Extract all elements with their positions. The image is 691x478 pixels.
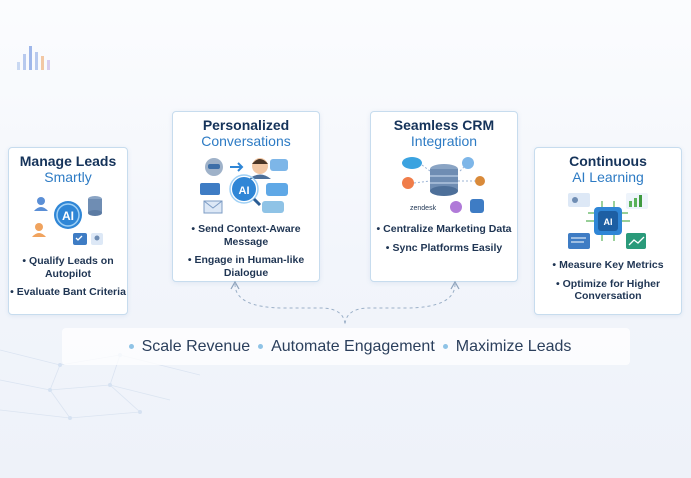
ai-conversation-icon: AI: [200, 158, 288, 214]
card-bullet-list: •Measure Key Metrics •Optimize for Highe…: [535, 259, 681, 303]
bullet-item: •Qualify Leads on Autopilot: [22, 255, 114, 280]
svg-text:AI: AI: [239, 185, 250, 197]
svg-text:AI: AI: [604, 217, 613, 227]
continuous-ai-learning-card: Continuous AI Learning AI •Measure Key M…: [534, 147, 682, 315]
lead-management-icon: AI: [32, 196, 103, 245]
card-title: Seamless CRM: [393, 117, 495, 133]
arrowhead-icon: [230, 280, 240, 290]
decorative-bar-chart-icon: [17, 46, 50, 70]
bullet-item: •Optimize for Higher Conversation: [555, 277, 661, 303]
benefit-item: Scale Revenue: [121, 338, 250, 356]
bullet-item: •Measure Key Metrics: [552, 259, 664, 271]
manage-leads-card: Manage Leads Smartly AI •Qualify Leads o…: [8, 147, 128, 315]
bullet-item: •Send Context-Aware Message: [191, 223, 301, 248]
card-subtitle: Smartly: [44, 169, 92, 185]
card-bullet-list: •Qualify Leads on Autopilot •Evaluate Ba…: [9, 255, 127, 299]
svg-text:zendesk: zendesk: [410, 205, 437, 212]
bullet-dot-icon: [442, 344, 448, 349]
card-bullet-list: •Centralize Marketing Data •Sync Platfor…: [371, 223, 517, 254]
benefits-strip: Scale Revenue Automate Engagement Maximi…: [62, 328, 630, 365]
bullet-item: •Evaluate Bant Criteria: [10, 286, 126, 298]
crm-integration-card: Seamless CRM Integration zendesk •Centra…: [370, 111, 518, 282]
card-title: Continuous: [569, 153, 647, 169]
card-subtitle: AI Learning: [572, 169, 644, 185]
card-title: Manage Leads: [19, 153, 117, 169]
benefit-item: Maximize Leads: [435, 338, 571, 356]
card-subtitle: Integration: [410, 133, 478, 149]
bullet-item: •Engage in Human-like Dialogue: [187, 254, 305, 279]
svg-text:AI: AI: [62, 209, 74, 223]
benefit-item: Automate Engagement: [250, 338, 435, 356]
personalized-conversations-card: Personalized Conversations AI •Send Cont…: [172, 111, 320, 282]
bullet-dot-icon: [258, 344, 264, 349]
crm-integration-icon: zendesk: [402, 157, 485, 213]
ai-learning-icon: AI: [568, 193, 648, 249]
card-subtitle: Conversations: [201, 133, 291, 149]
dashed-connector-arrows: [230, 280, 460, 327]
bullet-item: •Sync Platforms Easily: [385, 241, 503, 254]
arrowhead-icon: [450, 280, 460, 290]
bullet-item: •Centralize Marketing Data: [376, 223, 512, 235]
card-title: Personalized: [202, 117, 290, 133]
decorative-network-lines: [0, 349, 200, 420]
card-bullet-list: •Send Context-Aware Message •Engage in H…: [173, 223, 319, 279]
bullet-dot-icon: [128, 344, 134, 349]
